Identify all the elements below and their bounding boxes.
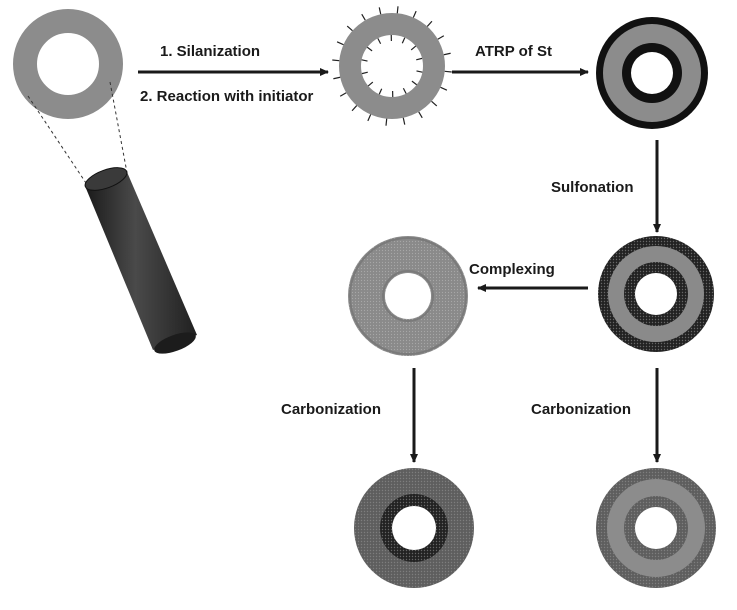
ring-carbonized-complexed [354, 468, 474, 588]
initiator-spike-inner [402, 87, 407, 94]
initiator-spike-outer [443, 52, 451, 56]
initiator-spike-outer [431, 100, 438, 107]
initiator-spike-outer [336, 41, 344, 46]
initiator-spike-outer [346, 25, 353, 32]
initiator-spike-inner [411, 80, 418, 86]
initiator-spike-outer [440, 86, 448, 91]
initiator-spike-outer [402, 117, 406, 125]
ring-initiator-grafted [332, 6, 452, 126]
initiator-spike-outer [378, 7, 382, 15]
initiator-spike-outer [332, 59, 340, 62]
label-carbonization-left: Carbonization [281, 401, 381, 418]
initiator-spike-inner [378, 88, 383, 95]
label-atrp: ATRP of St [475, 43, 552, 60]
zoom-line-left [27, 95, 89, 187]
initiator-spike-inner [377, 38, 382, 45]
ring-complexed [348, 236, 468, 356]
initiator-spike-inner [367, 81, 374, 87]
ring-carbonized-sulfonated [596, 468, 716, 588]
ring-sulfonated [598, 236, 714, 352]
initiator-spike-outer [412, 10, 417, 18]
initiator-spike-outer [444, 70, 452, 73]
zoom-line-right [109, 81, 129, 179]
initiator-spike-outer [333, 76, 341, 80]
initiator-spike-outer [361, 13, 366, 21]
initiator-spike-inner [416, 70, 423, 73]
initiator-spike-outer [367, 114, 372, 122]
nanotube [84, 167, 197, 354]
initiator-spike-outer [396, 6, 399, 14]
initiator-spike-inner [361, 71, 368, 75]
initiator-spike-inner [416, 57, 423, 61]
initiator-spike-outer [426, 20, 433, 27]
initiator-spike-outer [385, 118, 388, 126]
initiator-spike-inner [410, 45, 417, 51]
label-silanization: 1. Silanization [160, 43, 260, 60]
initiator-spike-outer [351, 105, 358, 112]
label-reaction-initiator: 2. Reaction with initiator [140, 88, 314, 105]
label-carbonization-right: Carbonization [531, 401, 631, 418]
initiator-spike-outer [418, 111, 423, 119]
label-sulfonation: Sulfonation [551, 179, 634, 196]
label-complexing: Complexing [469, 261, 555, 278]
initiator-spike-inner [361, 59, 368, 62]
initiator-spike-outer [437, 35, 445, 40]
ring-polystyrene [596, 17, 708, 129]
initiator-spike-inner [401, 37, 406, 44]
ring-initial [13, 9, 123, 119]
initiator-spike-inner [366, 46, 373, 52]
initiator-spike-outer [339, 92, 347, 97]
